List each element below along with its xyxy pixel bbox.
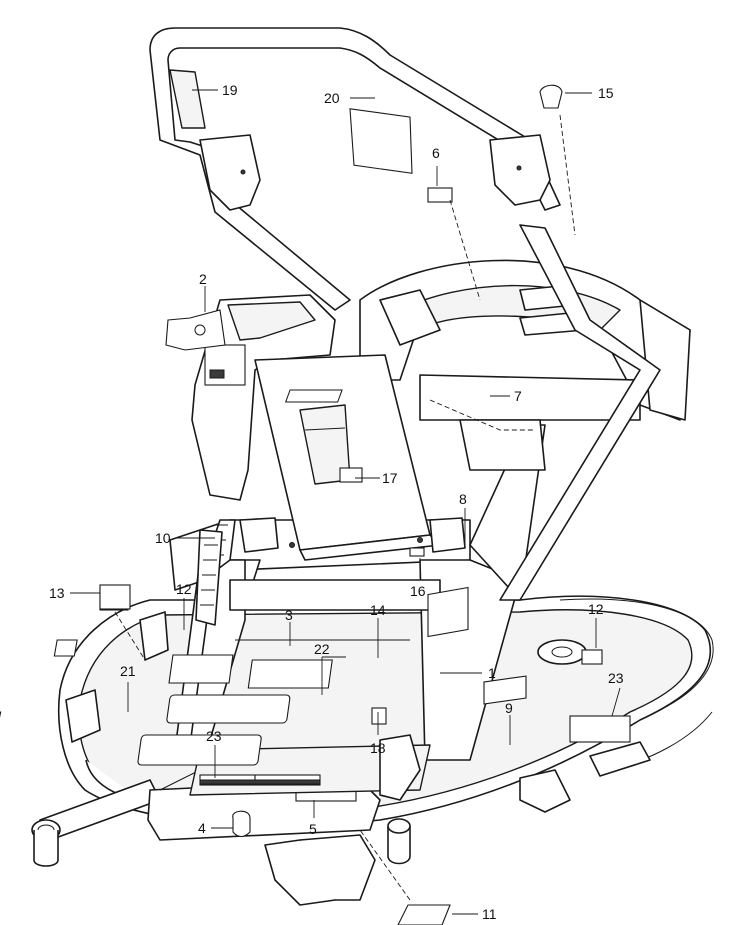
callout-9: 9 [505, 700, 513, 716]
label-13 [99, 584, 131, 610]
callout-2: 2 [199, 271, 207, 287]
callout-1: 1 [488, 665, 496, 681]
callout-22: 22 [314, 641, 330, 657]
callout-6: 6 [432, 145, 440, 161]
handle-bar [149, 27, 661, 601]
callout-3: 3 [285, 607, 293, 623]
callout-21: 21 [120, 663, 136, 679]
label-6 [427, 187, 453, 203]
leader-lines [70, 89, 621, 915]
engine-cover [191, 294, 336, 576]
callout-20: 20 [324, 90, 340, 106]
front-panel [147, 761, 381, 906]
label-7 [284, 389, 343, 403]
callout-12-left: 12 [176, 581, 192, 597]
rear-frame [359, 259, 691, 471]
callout-16: 16 [410, 583, 426, 599]
tab-16 [409, 547, 425, 557]
seat-panel [239, 354, 466, 561]
callout-11: 11 [482, 906, 497, 922]
loose-parts [99, 84, 563, 925]
front-bumper [31, 779, 411, 867]
callout-4: 4 [198, 820, 206, 836]
callout-7: 7 [514, 388, 522, 404]
callout-23-right: 23 [608, 670, 624, 686]
callout-12-right: 12 [588, 601, 604, 617]
callout-labels: 1 2 3 4 5 6 7 8 9 10 11 12 12 13 14 15 1… [49, 82, 624, 922]
callout-19: 19 [222, 82, 238, 98]
callout-14: 14 [370, 602, 386, 618]
callout-13: 13 [49, 585, 65, 601]
callout-18: 18 [370, 740, 386, 756]
callout-17: 17 [382, 470, 398, 486]
callout-8: 8 [459, 491, 467, 507]
rack-10 [195, 529, 223, 626]
callout-10: 10 [155, 530, 171, 546]
callout-15: 15 [598, 85, 614, 101]
floor-decals [137, 654, 387, 786]
callout-23-left: 23 [206, 728, 222, 744]
callout-5: 5 [309, 821, 317, 837]
assembly-guides [114, 114, 576, 901]
clip-15 [539, 84, 563, 109]
label-11 [397, 904, 451, 925]
